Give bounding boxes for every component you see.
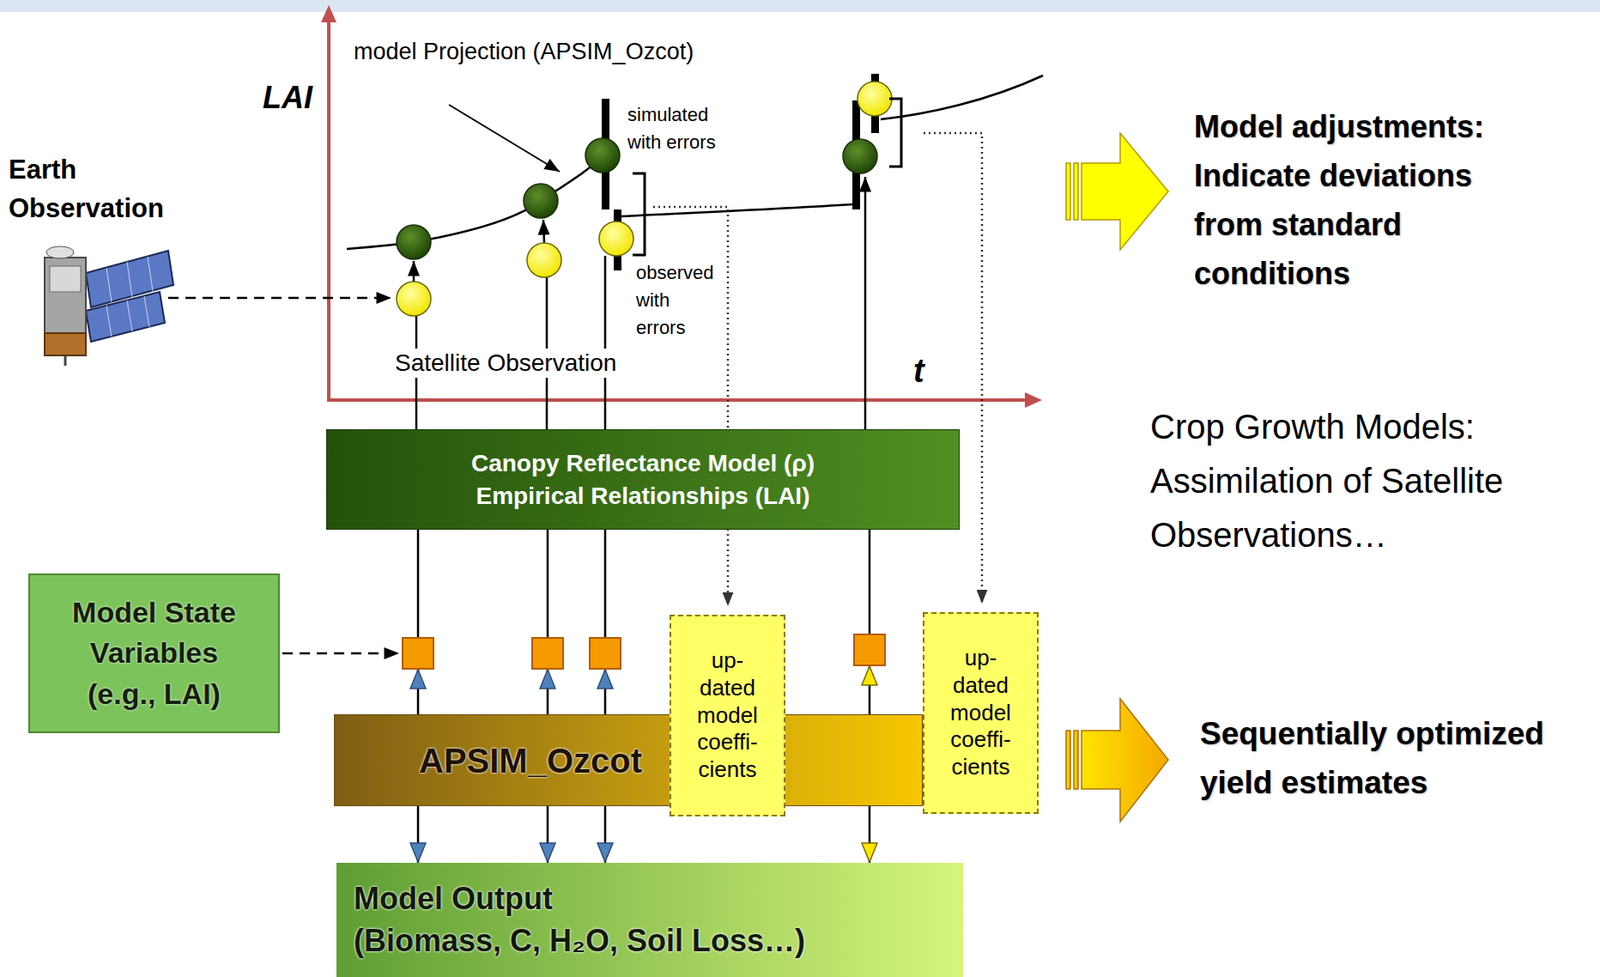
update-lines [653,133,982,607]
pointer-line [448,104,560,172]
slide-heading: Crop Growth Models: Assimilation of Sate… [1150,400,1554,564]
result-note: Model adjustments: Indicate deviations f… [1193,103,1521,299]
orange-arrow [1066,698,1169,822]
node-text: Model Output [353,878,946,921]
crop-model-band: APSIM_Ozcot [333,714,923,807]
flow-arrow [604,529,607,715]
yellow-arrow [1066,133,1169,250]
error-bars [601,73,879,271]
flow-arrow [417,529,420,715]
satellite-icon [44,246,174,366]
node-text: Canopy Reflectance Model (ρ) [337,447,949,480]
chart-note: model Projection (APSIM_Ozcot) [353,37,694,66]
simulated-points [396,138,878,260]
flow-arrow [868,806,872,863]
state-square [402,634,885,669]
node-text: APSIM_Ozcot [418,738,914,783]
flow-arrow [546,529,550,715]
node-text: up- dated model coeffi- cients [939,644,1022,782]
node-text: Model State Variables (e.g., LAI) [55,592,253,716]
flow-arrow [546,806,550,863]
axes [321,5,1043,408]
source-label: Earth Observation [8,151,181,229]
flow-arrow [868,529,872,715]
updated-coefficients-box: up- dated model coeffi- cients [922,612,1039,814]
flow-arrow [604,806,607,863]
error-note: simulated with errors [627,101,744,157]
node-text: Empirical Relationships (LAI) [337,479,949,513]
model-curve [346,75,1043,249]
observation-lines [413,176,866,430]
axis-label: LAI [262,78,313,116]
state-variables-box: Model State Variables (e.g., LAI) [28,573,280,734]
node-text: (Biomass, C, H₂O, Soil Loss…) [353,920,946,963]
canopy-model-bar: Canopy Reflectance Model (ρ)Empirical Re… [326,429,960,530]
flow-arrow [417,806,420,863]
result-note: Sequentially optimized yield estimates [1200,709,1570,808]
top-band [0,0,1600,13]
axis-label: t [913,351,925,392]
model-output-box: Model Output(Biomass, C, H₂O, Soil Loss…… [336,862,964,977]
axis-note: Satellite Observation [391,348,620,378]
error-note: observed with errors [636,259,722,342]
node-text: up- dated model coeffi- cients [686,647,769,785]
updated-coefficients-box: up- dated model coeffi- cients [669,614,786,817]
